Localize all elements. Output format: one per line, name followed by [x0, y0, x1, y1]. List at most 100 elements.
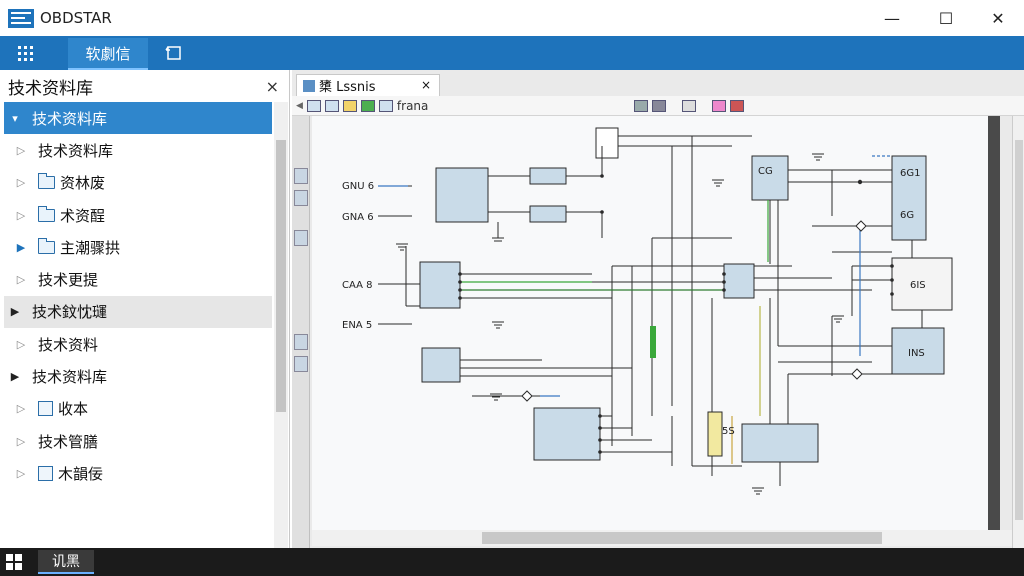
- left-tool-strip: [292, 116, 310, 548]
- toolbar-print-icon[interactable]: [682, 99, 697, 112]
- tree-item-label: 木韻佞: [58, 464, 104, 483]
- tree-item-label: 技术鈫忱璭: [32, 303, 108, 322]
- tree-item-label: 技术资料库: [38, 141, 114, 160]
- content-area: 橥 Lssnis × ◀ frana: [292, 70, 1024, 548]
- document-tab[interactable]: 橥 Lssnis ×: [296, 74, 440, 96]
- toolbar-view-icon[interactable]: [378, 99, 393, 112]
- document-icon: [38, 465, 53, 481]
- document-toolbar: ◀ frana: [292, 96, 1024, 116]
- tree-item-label: 术资酲: [60, 206, 106, 225]
- obdstar-logo-icon: [8, 9, 34, 28]
- toolbar-fit-icon[interactable]: [652, 99, 667, 112]
- collapse-caret-icon[interactable]: ▶: [16, 240, 26, 254]
- document-icon: [303, 79, 315, 92]
- expand-caret-icon[interactable]: ▾: [12, 111, 18, 125]
- horizontal-scrollbar[interactable]: [312, 530, 1012, 546]
- tree-item[interactable]: ▷ 收本: [4, 393, 272, 425]
- menu-tab-active[interactable]: 软劇信: [68, 38, 148, 70]
- sidebar-header: 技术资料库 ×: [0, 70, 289, 102]
- page-scroll-thumb[interactable]: [1015, 140, 1023, 520]
- tool-measure-icon[interactable]: [294, 230, 308, 246]
- sidebar-close-button[interactable]: ×: [265, 76, 279, 96]
- toolbar-save-icon[interactable]: [324, 99, 339, 112]
- collapse-caret-icon[interactable]: ▷: [16, 273, 26, 287]
- collapse-caret-icon[interactable]: ▷: [16, 176, 26, 190]
- collapse-caret-icon[interactable]: ▷: [16, 337, 26, 351]
- tree-list: ▾ 技术资料库 ▷ 技术资料库 ▷ 资林废 ▷ 术资酲 ▶ 主潮骤拱 ▷技术更提 ▶ 技术鈫忱璭 ▷ 技术资…: [4, 102, 272, 490]
- document-tab-label: 橥 Lssnis: [319, 80, 376, 95]
- diagram-label-1: GNU 6: [342, 181, 374, 192]
- tree-item-label: 资林废: [60, 174, 106, 193]
- document-tab-close[interactable]: ×: [420, 78, 431, 92]
- toolbar-color-icon[interactable]: [730, 99, 745, 112]
- page-vertical-scrollbar[interactable]: [1012, 116, 1024, 548]
- horizontal-scroll-thumb[interactable]: [482, 532, 882, 544]
- minimize-button[interactable]: —: [884, 8, 900, 28]
- tree-item-label: 技术管膳: [38, 432, 99, 451]
- tree-item[interactable]: ▶ 技术鈫忱璭: [4, 295, 272, 329]
- sidebar-title: 技术资料库: [8, 78, 93, 99]
- sidebar: 技术资料库 × ▾ 技术资料库 ▷ 技术资料库 ▷ 资林废 ▷ 术资酲 ▶ 主潮骤拱 ▷技术更提 ▶ 技…: [0, 70, 290, 548]
- tree-item[interactable]: ▶ 主潮骤拱: [4, 231, 272, 263]
- diagram-label-4: ENA 5: [342, 320, 372, 331]
- collapse-caret-icon[interactable]: ▷: [16, 143, 26, 157]
- tree-item[interactable]: ▷ 资林废: [4, 167, 272, 199]
- collapse-caret-icon[interactable]: ▶: [10, 305, 20, 319]
- toolbar-edit-icon[interactable]: [712, 99, 727, 112]
- taskbar-app-item[interactable]: 讥黑: [38, 550, 94, 574]
- sidebar-scroll-thumb[interactable]: [276, 140, 286, 412]
- toolbar-export-icon[interactable]: [360, 99, 375, 112]
- windows-icon[interactable]: [6, 554, 22, 570]
- wiring-diagram-canvas[interactable]: GNU 6 GNA 6 CAA 8 ENA 5 6G1 6G 6IS INS C…: [312, 116, 988, 530]
- grid-icon[interactable]: [12, 44, 40, 62]
- tree-item-label: 技术资料库: [32, 368, 108, 387]
- tree-item[interactable]: ▷ 技术资料库: [4, 134, 272, 166]
- refresh-icon[interactable]: [164, 44, 184, 62]
- close-button[interactable]: ✕: [991, 8, 1005, 28]
- toolbar-label: frana: [396, 98, 429, 113]
- toolbar-zoom-icon[interactable]: [634, 99, 649, 112]
- tool-pen-icon[interactable]: [294, 190, 308, 206]
- tree-item[interactable]: ▷ 技术资料: [4, 328, 272, 360]
- wiring-diagram: GNU 6 GNA 6 CAA 8 ENA 5 6G1 6G 6IS INS C…: [342, 127, 953, 495]
- diagram-label-r4: INS: [908, 348, 925, 359]
- tree-item-label: 收本: [58, 400, 89, 419]
- toolbar-open-icon[interactable]: [306, 99, 321, 112]
- diagram-label-c2: 5S: [722, 426, 735, 437]
- menu-bar: 软劇信: [0, 36, 1024, 70]
- tree-item[interactable]: ▷技术更提: [4, 263, 272, 295]
- toolbar-back-arrow[interactable]: ◀: [296, 100, 303, 111]
- tool-lock-icon[interactable]: [294, 334, 308, 350]
- toolbar-folder-icon[interactable]: [342, 99, 357, 112]
- tree-item[interactable]: ▶ 技术资料库: [4, 360, 272, 392]
- collapse-caret-icon[interactable]: ▶: [10, 370, 20, 384]
- tool-pointer-icon[interactable]: [294, 168, 308, 184]
- diagram-label-r2: 6G: [900, 210, 914, 221]
- collapse-caret-icon[interactable]: ▷: [16, 402, 26, 416]
- tree-item[interactable]: ▾ 技术资料库: [4, 102, 272, 135]
- diagram-vertical-scrollbar[interactable]: [988, 116, 1000, 530]
- tree-item[interactable]: ▷ 木韻佞: [4, 457, 272, 489]
- tree-item-label: 技术资料: [38, 335, 99, 354]
- tool-layer-icon[interactable]: [294, 356, 308, 372]
- tree-item[interactable]: ▷ 术资酲: [4, 199, 272, 231]
- diagram-label-r1: 6G1: [900, 168, 920, 179]
- collapse-caret-icon[interactable]: ▷: [16, 208, 26, 222]
- diagram-label-r3: 6IS: [910, 280, 926, 291]
- diagram-label-c1: CG: [758, 166, 773, 177]
- collapse-caret-icon[interactable]: ▷: [16, 466, 26, 480]
- tree-item-label: 主潮骤拱: [60, 238, 121, 257]
- tree-item-label: 技术资料库: [32, 109, 108, 128]
- taskbar: 讥黑: [0, 548, 1024, 576]
- maximize-button[interactable]: ☐: [938, 8, 954, 28]
- document-icon: [38, 401, 53, 417]
- app-title: OBDSTAR: [40, 9, 112, 27]
- collapse-caret-icon[interactable]: ▷: [16, 434, 26, 448]
- diagram-label-3: CAA 8: [342, 280, 372, 291]
- sidebar-scrollbar[interactable]: [274, 102, 288, 548]
- tree-item[interactable]: ▷ 技术管膳: [4, 425, 272, 457]
- diagram-label-2: GNA 6: [342, 212, 374, 223]
- folder-icon: [37, 173, 55, 190]
- folder-icon: [37, 237, 55, 254]
- title-bar: OBDSTAR — ☐ ✕: [0, 0, 1024, 36]
